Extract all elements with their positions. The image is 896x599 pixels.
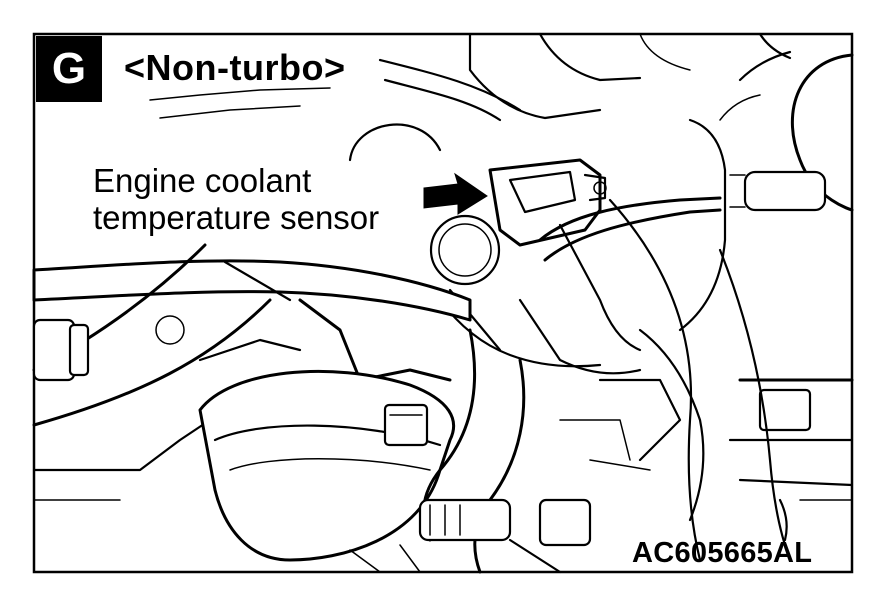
arrow-right-icon xyxy=(423,172,488,215)
view-badge: G xyxy=(36,36,102,102)
line-art xyxy=(32,32,854,574)
figure-code: AC605665AL xyxy=(632,537,813,569)
callout-label-line-1: Engine coolant xyxy=(93,162,312,199)
variant-label: <Non-turbo> xyxy=(124,47,346,88)
callout-label-line-2: temperature sensor xyxy=(93,199,380,236)
